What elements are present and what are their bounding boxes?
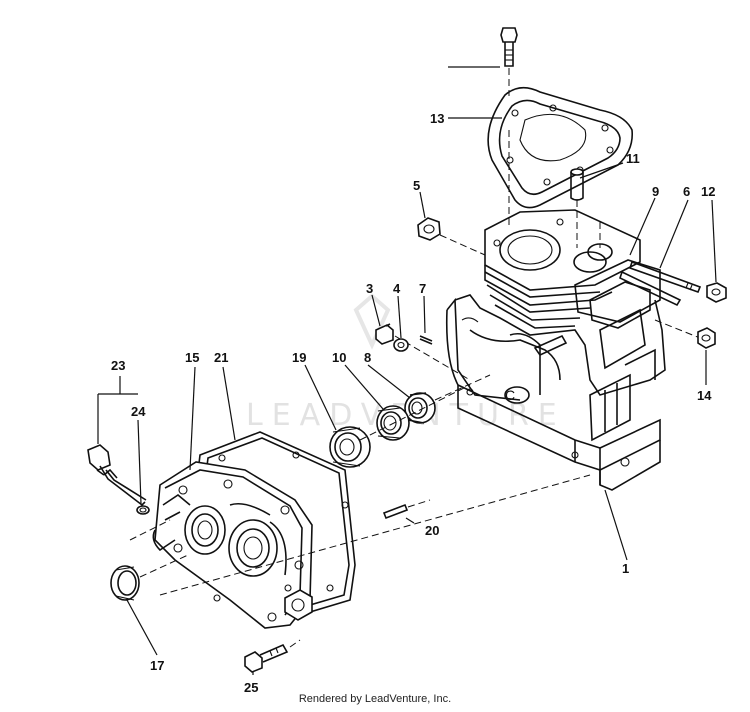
part-18-seal xyxy=(329,426,371,468)
callout-18: 19 xyxy=(292,350,306,365)
callout-23: 24 xyxy=(131,404,146,419)
footer-credit: Rendered by LeadVenture, Inc. xyxy=(298,693,452,705)
part-23-o-ring xyxy=(136,505,150,515)
part-1-cylinder-block: C xyxy=(445,209,666,491)
callout-8: 9 xyxy=(652,184,659,199)
callout-21: 23 xyxy=(111,358,125,373)
part-7-pin xyxy=(419,335,433,345)
callout-6: 6 xyxy=(683,184,690,199)
callout-13: 14 xyxy=(697,388,712,403)
callout-19: 20 xyxy=(425,523,439,538)
leader-lines xyxy=(97,66,717,675)
part-14-head-gasket xyxy=(487,86,634,209)
callout-10: 10 xyxy=(332,350,346,365)
callout-15: 15 xyxy=(185,350,199,365)
part-11-sleeve xyxy=(570,168,584,248)
part-9-bearing xyxy=(404,374,491,424)
callout-7: 7 xyxy=(419,281,426,296)
callout-12: 12 xyxy=(701,184,715,199)
part-24-head-bolt xyxy=(500,27,518,96)
svg-text:C: C xyxy=(505,387,515,403)
part-12-nut xyxy=(706,282,727,303)
part-13-nut xyxy=(654,319,716,349)
part-19-pin xyxy=(382,499,431,520)
part-5-nut xyxy=(417,217,486,256)
part-25-bolt xyxy=(244,639,301,673)
assembly-lines xyxy=(129,130,601,596)
callout-4: 4 xyxy=(393,281,401,296)
part-4-washer xyxy=(393,338,409,352)
part-15-crankcase-cover xyxy=(152,461,313,629)
callout-labels: 13 11 5 9 6 12 14 3 4 7 8 10 19 20 21 15… xyxy=(111,111,715,695)
part-21-dipstick xyxy=(87,444,147,507)
callout-25: 25 xyxy=(244,680,258,695)
callout-5: 5 xyxy=(413,178,420,193)
part-17-seal xyxy=(110,554,189,601)
callout-11: 11 xyxy=(626,151,640,166)
callout-3: 3 xyxy=(366,281,373,296)
callout-1: 1 xyxy=(622,561,629,576)
callout-14: 13 xyxy=(430,111,444,126)
callout-20: 21 xyxy=(214,350,228,365)
callout-9: 8 xyxy=(364,350,371,365)
part-8-6-studs xyxy=(619,260,702,307)
callout-17: 17 xyxy=(150,658,164,673)
